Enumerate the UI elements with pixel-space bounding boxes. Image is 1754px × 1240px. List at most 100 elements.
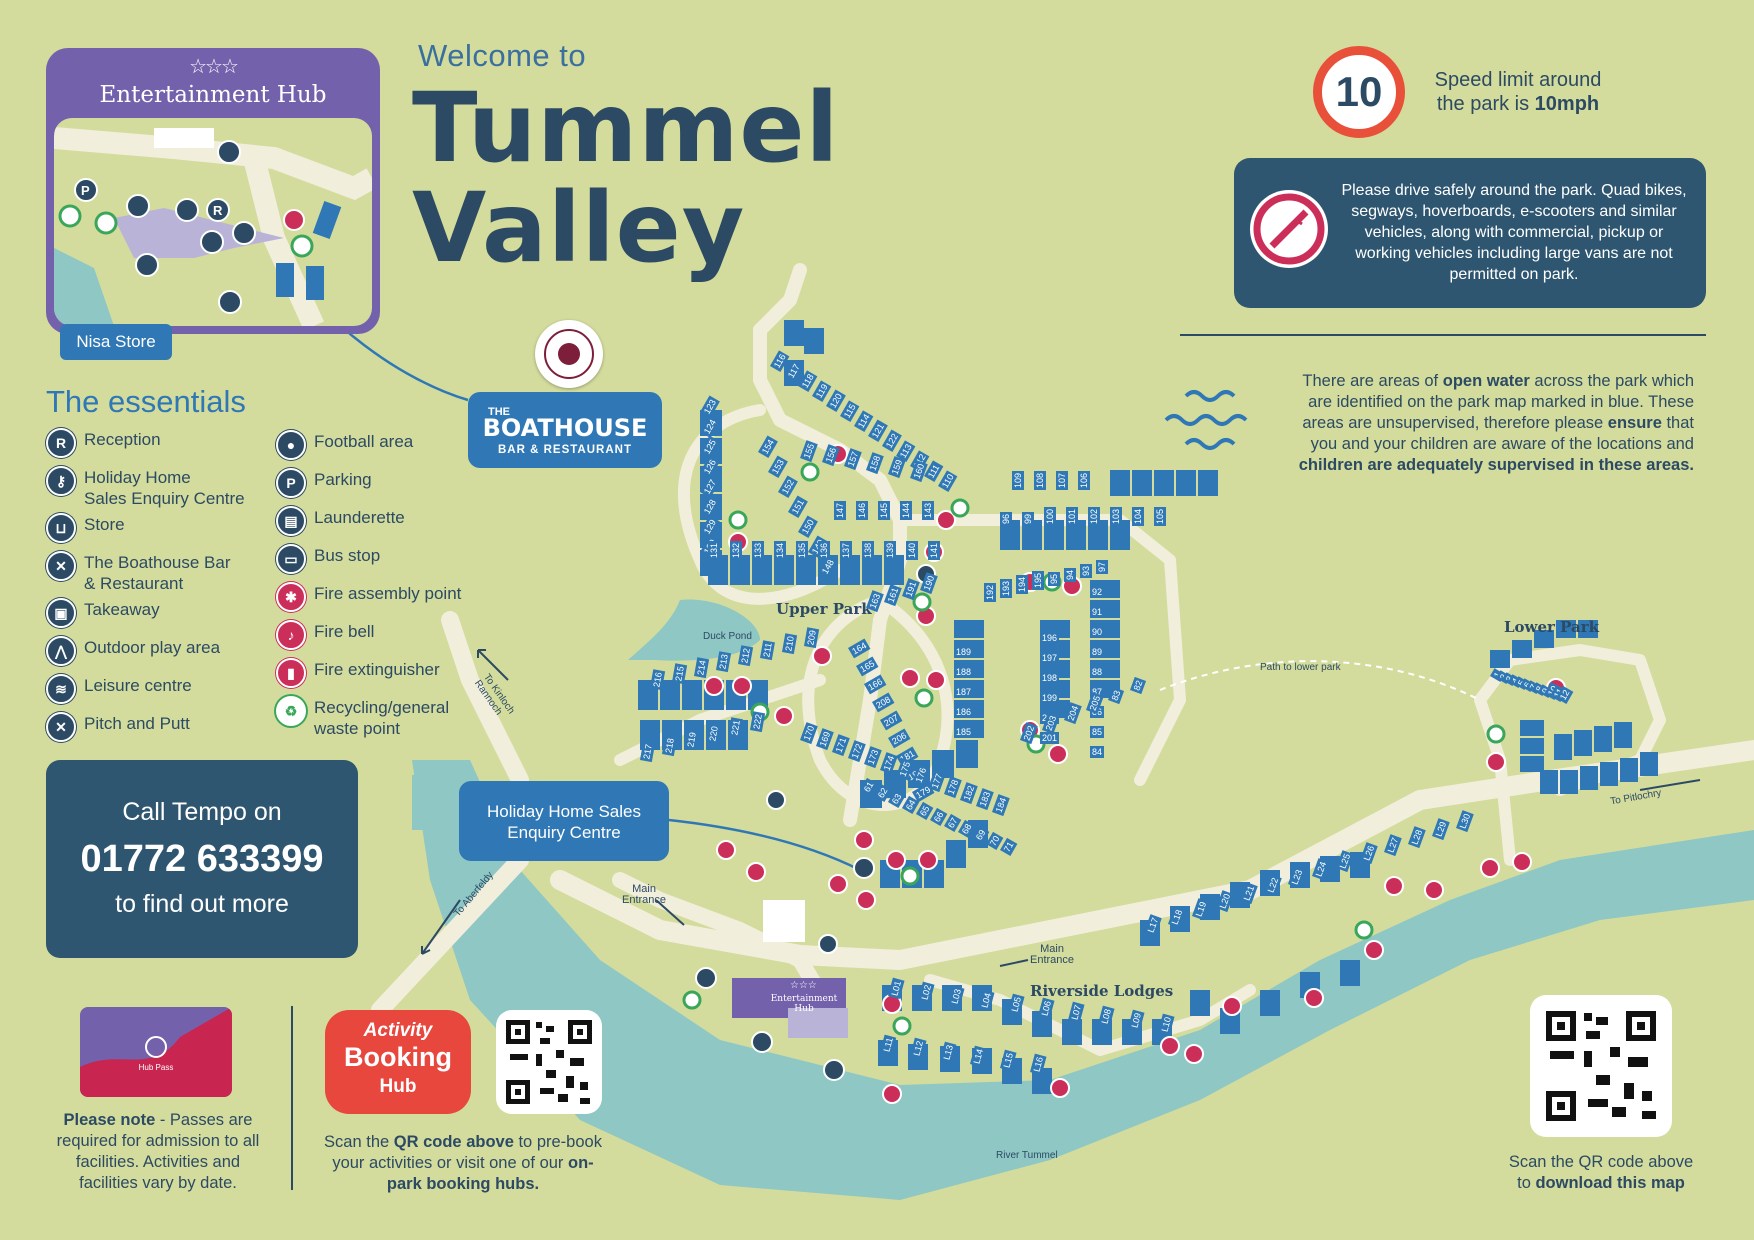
drive-safely-panel: Please drive safely around the park. Qua… [1234, 158, 1706, 308]
essentials-label: Outdoor play area [84, 638, 221, 657]
label-riverside-lodges: Riverside Lodges [1030, 982, 1174, 1000]
pitch-number: 102 [1088, 506, 1100, 526]
pitch-number: 199 [1040, 692, 1060, 704]
essentials-item: ✕Pitch and Putt [46, 712, 276, 742]
boathouse-subtitle: BAR & RESTAURANT [498, 444, 632, 456]
label-duck-pond: Duck Pond [703, 631, 752, 642]
essentials-item: ♻Recycling/general waste point [276, 696, 476, 739]
essentials-item: ≋ Leisure centre [46, 674, 276, 704]
boathouse-name: BOATHOUSE [482, 414, 648, 442]
speed-text-bold: 10mph [1534, 93, 1600, 115]
essentials-label: The Boathouse Bar & Restaurant [84, 553, 231, 593]
essentials-item: ▮Fire extinguisher [276, 658, 476, 688]
divider [1180, 334, 1706, 336]
pitch-number: 145 [878, 500, 890, 520]
open-water-notice: There are areas of open water across the… [1284, 371, 1694, 476]
scan-booking-t2: to pre-book your activities or visit one… [332, 1133, 602, 1172]
tempo-phone[interactable]: 01772 633399 [80, 838, 324, 880]
water-text-2: across the park which are identified on … [1302, 372, 1694, 432]
pitch-number: 90 [1090, 626, 1105, 638]
map-download-qr-code[interactable] [1530, 995, 1672, 1137]
essentials-label: Reception [84, 430, 161, 449]
hub-pass-label: Hub Pass [138, 1063, 174, 1072]
cutlery-icon: ✕ [46, 551, 76, 581]
pitch-number: 133 [752, 540, 764, 560]
launderette-icon: ▤ [276, 506, 306, 536]
pitch-number: 147 [834, 500, 846, 520]
takeaway-icon: ▣ [46, 598, 76, 628]
scan-map-line2: to download this map [1490, 1173, 1712, 1194]
essentials-label: Holiday Home Sales Enquiry Centre [84, 468, 245, 508]
booking-qr-code[interactable] [496, 1010, 602, 1114]
pitch-number: 186 [954, 706, 974, 718]
activity-line2: Booking [344, 1042, 452, 1072]
hub-inset-map: P R [54, 118, 372, 326]
reception-icon: R [46, 428, 76, 458]
pitch-number: 197 [1040, 652, 1060, 664]
nisa-store-label: Nisa Store [60, 324, 172, 360]
essentials-heading: The essentials [46, 384, 246, 419]
basket-icon: ⊔ [46, 513, 76, 543]
scan-map-line1: Scan the QR code above [1508, 1153, 1694, 1171]
park-title-line2: Valley [412, 172, 746, 284]
boathouse-the: THE [488, 406, 510, 418]
pitch-number: 103 [1110, 506, 1122, 526]
essentials-item: ▤ Launderette [276, 506, 476, 536]
pitch-number: 131 [708, 540, 720, 560]
essentials-item: ⚷ Holiday Home Sales Enquiry Centre [46, 466, 276, 509]
essentials-item: R Reception [46, 428, 276, 458]
speed-limit-sign: 10 [1313, 46, 1405, 138]
label-lower-park: Lower Park [1504, 618, 1600, 636]
pitch-number: 146 [856, 500, 868, 520]
essentials-label: Leisure centre [84, 676, 192, 695]
key-icon: ⚷ [46, 466, 76, 496]
essentials-item: ✱Fire assembly point [276, 582, 476, 612]
speed-text-line2: the park is 10mph [1408, 92, 1628, 116]
speed-limit-text: Speed limit around the park is 10mph [1408, 68, 1628, 116]
pitch-number: 196 [1040, 632, 1060, 644]
pitch-number: 94 [1064, 567, 1076, 582]
scan-booking-t1: Scan the [324, 1133, 394, 1151]
svg-text:P: P [81, 183, 90, 198]
essentials-label: Launderette [314, 508, 405, 527]
upper-building [763, 900, 805, 942]
essentials-label: Football area [314, 432, 414, 451]
essentials-label: Bus stop [314, 546, 381, 565]
pitch-number: 100 [1044, 506, 1056, 526]
essentials-item: ⋀ Outdoor play area [46, 636, 276, 666]
label-entertainment-hub-map: Entertainment Hub [770, 994, 838, 1014]
pitch-number: 193 [1000, 578, 1012, 598]
label-main-entrance-1: Main Entrance [622, 883, 667, 906]
pitch-number: 139 [884, 540, 896, 560]
scan-booking-text: Scan the QR code above to pre-book your … [322, 1132, 604, 1195]
pitch-number: 109 [1012, 470, 1024, 490]
pitch-number: 185 [954, 726, 974, 738]
water-bold-3: children are adequately supervised in th… [1298, 456, 1694, 474]
label-path-lower-park: Path to lower park [1260, 662, 1341, 673]
scan-booking-b1: QR code above [393, 1133, 514, 1151]
essentials-item: ⊔Store [46, 513, 276, 543]
bus-icon: ▭ [276, 544, 306, 574]
speed-text-pre: the park is [1436, 93, 1535, 115]
call-tempo-panel: Call Tempo on 01772 633399 to find out m… [46, 760, 358, 958]
swing-icon: ⋀ [46, 636, 76, 666]
drive-safely-text: Please drive safely around the park. Qua… [1341, 182, 1687, 283]
waves-icon: ≋ [46, 674, 76, 704]
scan-booking-b2: on-park booking hubs. [386, 1154, 594, 1193]
pitch-number: 137 [840, 540, 852, 560]
parking-icon: P [276, 468, 306, 498]
boathouse-label: THE BOATHOUSE BAR & RESTAURANT [468, 392, 662, 468]
pitch-number: 101 [1066, 506, 1078, 526]
pitch-number: 138 [862, 540, 874, 560]
stars-icon: ☆☆☆ [189, 56, 239, 78]
welcome-text: Welcome to [418, 38, 587, 73]
pitch-number: 135 [796, 540, 808, 560]
essentials-label: Fire bell [314, 622, 375, 641]
waves-icon [1164, 390, 1248, 450]
essentials-item: ♪Fire bell [276, 620, 476, 650]
label-upper-park: Upper Park [776, 600, 872, 618]
park-title: Tummel Valley [412, 78, 839, 278]
label-river-tummel: River Tummel [996, 1150, 1058, 1161]
pitch-number: 141 [928, 540, 940, 560]
